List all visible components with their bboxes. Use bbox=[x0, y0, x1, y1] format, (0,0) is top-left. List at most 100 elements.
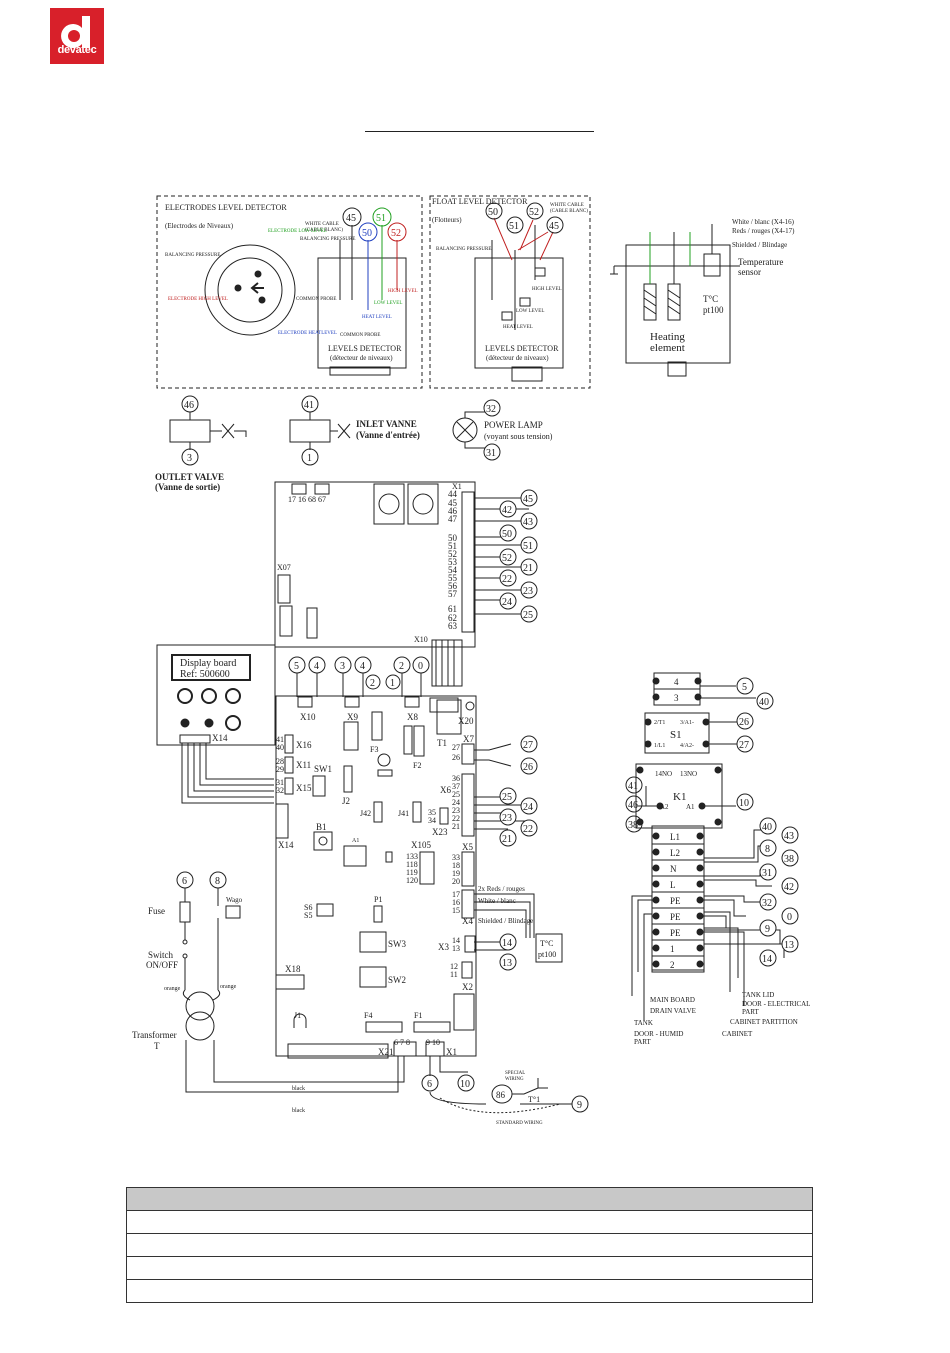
terminal-row bbox=[651, 939, 705, 957]
terminal-screw bbox=[652, 880, 660, 888]
svg-text:DOOR - ELECTRICAL: DOOR - ELECTRICAL bbox=[742, 1000, 810, 1008]
terminal-label: L1 bbox=[670, 832, 680, 842]
svg-text:Wago: Wago bbox=[226, 896, 243, 904]
svg-text:41: 41 bbox=[276, 735, 284, 744]
terminal-block: 43 5 40 26 27 S1 2/T1 3/A1- 1/L1 4/A2- K… bbox=[625, 672, 810, 1046]
svg-text:STANDARD WIRING: STANDARD WIRING bbox=[496, 1121, 543, 1126]
svg-text:25: 25 bbox=[502, 792, 512, 803]
svg-text:2x Reds / rouges: 2x Reds / rouges bbox=[478, 885, 525, 893]
svg-text:8: 8 bbox=[765, 844, 770, 855]
svg-text:WHITE CABLE: WHITE CABLE bbox=[550, 203, 584, 208]
svg-text:Temperature: Temperature bbox=[738, 257, 783, 267]
svg-text:53: 53 bbox=[448, 557, 458, 567]
svg-text:(détecteur de niveaux): (détecteur de niveaux) bbox=[486, 354, 549, 362]
svg-text:16: 16 bbox=[452, 898, 460, 907]
terminal-screw bbox=[652, 896, 660, 904]
svg-text:X3: X3 bbox=[438, 942, 449, 952]
svg-text:K1: K1 bbox=[673, 791, 686, 803]
svg-text:14: 14 bbox=[452, 936, 460, 945]
terminal-screw bbox=[696, 928, 704, 936]
svg-text:86: 86 bbox=[496, 1090, 506, 1100]
svg-text:8: 8 bbox=[215, 876, 220, 887]
svg-text:43: 43 bbox=[784, 831, 794, 842]
svg-text:41: 41 bbox=[628, 781, 638, 792]
svg-text:5: 5 bbox=[742, 682, 747, 693]
svg-text:50: 50 bbox=[488, 207, 498, 218]
terminal-label: 2 bbox=[670, 960, 675, 970]
svg-text:26: 26 bbox=[523, 762, 533, 773]
svg-text:45: 45 bbox=[549, 221, 559, 232]
svg-text:T: T bbox=[154, 1041, 160, 1051]
svg-text:21: 21 bbox=[452, 822, 460, 831]
svg-text:27: 27 bbox=[523, 740, 533, 751]
svg-text:10: 10 bbox=[739, 798, 749, 809]
terminal-screw bbox=[696, 848, 704, 856]
terminal-screw bbox=[652, 832, 660, 840]
terminal-screw bbox=[652, 864, 660, 872]
svg-text:X5: X5 bbox=[462, 842, 473, 852]
svg-text:X16: X16 bbox=[296, 740, 312, 750]
svg-text:SW2: SW2 bbox=[388, 975, 406, 985]
svg-text:23: 23 bbox=[523, 586, 533, 597]
svg-text:(Electrodes de Niveaux): (Electrodes de Niveaux) bbox=[165, 222, 234, 230]
svg-text:black: black bbox=[292, 1108, 305, 1114]
table-row bbox=[126, 1210, 813, 1234]
svg-text:B1: B1 bbox=[316, 822, 327, 832]
svg-text:F1: F1 bbox=[414, 1011, 422, 1020]
svg-text:SPECIAL: SPECIAL bbox=[505, 1071, 525, 1076]
svg-text:F4: F4 bbox=[364, 1011, 372, 1020]
svg-text:T°C: T°C bbox=[540, 939, 553, 948]
svg-text:black: black bbox=[292, 1086, 305, 1092]
terminal-screw bbox=[696, 832, 704, 840]
svg-text:24: 24 bbox=[502, 597, 512, 608]
svg-text:31: 31 bbox=[486, 448, 496, 459]
svg-text:6: 6 bbox=[427, 1079, 432, 1090]
svg-text:26: 26 bbox=[452, 753, 460, 762]
svg-text:White / blanc (X4-16): White / blanc (X4-16) bbox=[732, 218, 795, 226]
svg-text:50: 50 bbox=[448, 533, 458, 543]
logo-d-icon bbox=[61, 16, 90, 49]
svg-text:9: 9 bbox=[577, 1100, 582, 1111]
svg-text:element: element bbox=[650, 342, 685, 354]
title-underline bbox=[365, 131, 594, 132]
svg-text:HIGH LEVEL: HIGH LEVEL bbox=[388, 289, 418, 294]
svg-text:White / blanc: White / blanc bbox=[478, 897, 516, 905]
svg-text:1/L1: 1/L1 bbox=[654, 743, 665, 749]
terminal-label: PE bbox=[670, 928, 681, 938]
svg-text:X23: X23 bbox=[432, 827, 448, 837]
svg-text:25: 25 bbox=[452, 790, 460, 799]
power-supply-circuit: 6 8 Fuse Switch ON/OFF Wago orange orang… bbox=[132, 871, 405, 1114]
svg-text:orange: orange bbox=[164, 986, 181, 992]
table-row bbox=[126, 1233, 813, 1257]
svg-text:24: 24 bbox=[523, 802, 533, 813]
terminal-label: PE bbox=[670, 896, 681, 906]
svg-text:J41: J41 bbox=[398, 809, 409, 818]
svg-text:42: 42 bbox=[784, 882, 794, 893]
svg-text:54: 54 bbox=[448, 565, 458, 575]
svg-text:Switch: Switch bbox=[148, 950, 174, 960]
svg-text:S6: S6 bbox=[304, 903, 312, 912]
revision-table bbox=[126, 1187, 813, 1303]
svg-text:25: 25 bbox=[523, 610, 533, 621]
svg-text:27: 27 bbox=[452, 743, 460, 752]
svg-text:ELECTRODE LOW LEVEL: ELECTRODE LOW LEVEL bbox=[268, 229, 327, 234]
svg-text:3: 3 bbox=[674, 693, 679, 703]
svg-text:120: 120 bbox=[406, 876, 418, 885]
svg-text:31: 31 bbox=[762, 868, 772, 879]
svg-text:3: 3 bbox=[340, 661, 345, 672]
lower-board: X10 X9 X8 5 4 3 4 2 0 2 1 X20 F3 F2 T1 4… bbox=[275, 656, 477, 1059]
svg-text:23: 23 bbox=[452, 806, 460, 815]
svg-text:2: 2 bbox=[399, 661, 404, 672]
svg-text:51: 51 bbox=[509, 221, 519, 232]
svg-text:WHITE CABLE: WHITE CABLE bbox=[305, 222, 339, 227]
svg-text:Ref: 500600: Ref: 500600 bbox=[180, 669, 230, 680]
svg-text:0: 0 bbox=[418, 661, 423, 672]
display-board: X14 Display board Ref: 500600 bbox=[156, 644, 276, 804]
svg-text:LOW LEVEL: LOW LEVEL bbox=[374, 301, 402, 306]
table-header-row bbox=[126, 1187, 813, 1211]
svg-text:LEVELS DETECTOR: LEVELS DETECTOR bbox=[328, 344, 402, 353]
svg-text:63: 63 bbox=[448, 621, 458, 631]
svg-text:17 16 68 67: 17 16 68 67 bbox=[288, 495, 326, 504]
